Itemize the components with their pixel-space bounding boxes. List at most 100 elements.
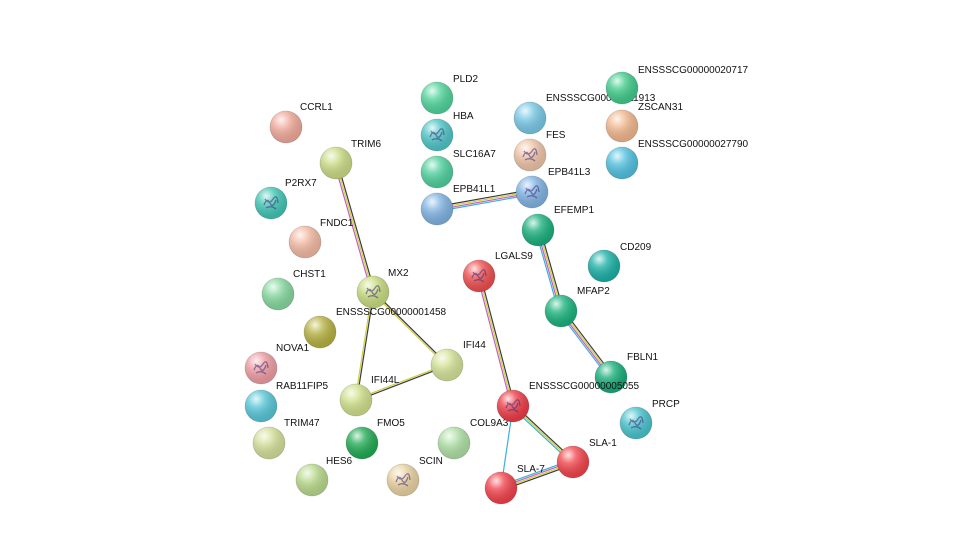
edge-ifi44-ifi44l <box>355 363 448 402</box>
node-label: ENSSSCG00000005055 <box>529 381 640 392</box>
node-mx2[interactable]: MX2 <box>356 268 409 309</box>
node-fmo5[interactable]: FMO5 <box>345 418 405 460</box>
node-mfap2[interactable]: MFAP2 <box>544 286 610 328</box>
node-enssscg00000027790[interactable]: ENSSSCG00000027790 <box>605 139 749 180</box>
node-label: ENSSSCG00000001458 <box>336 307 447 318</box>
node-enssscg00000011913[interactable]: ENSSSCG00000011913 <box>513 93 656 135</box>
node-label: RAB11FIP5 <box>276 381 328 392</box>
edge-evidence-line <box>437 192 533 211</box>
node-highlight <box>438 427 470 459</box>
node-highlight <box>421 82 453 114</box>
node-label: MX2 <box>388 268 409 279</box>
node-hba[interactable]: HBA <box>420 111 474 152</box>
node-highlight <box>270 111 302 143</box>
node-label: HES6 <box>326 456 353 467</box>
node-label: EPB41L1 <box>453 184 496 195</box>
node-highlight <box>514 102 546 134</box>
edge-evidence-line <box>479 275 516 406</box>
node-trim47[interactable]: TRIM47 <box>252 418 320 460</box>
edge-evidence-line <box>436 190 532 209</box>
protein-structure-icon <box>253 361 269 375</box>
edge-evidence-line <box>478 275 514 407</box>
node-label: IFI44 <box>463 340 486 351</box>
protein-structure-icon <box>365 285 381 299</box>
node-zscan31[interactable]: ZSCAN31 <box>605 102 683 143</box>
node-enssscg00000001458[interactable]: ENSSSCG00000001458 <box>303 307 447 349</box>
edge-mx2-ifi44 <box>372 291 448 366</box>
node-ifi44[interactable]: IFI44 <box>430 340 486 382</box>
protein-structure-icon <box>628 416 644 430</box>
edge-mx2-ifi44l <box>354 291 375 401</box>
node-fndc1[interactable]: FNDC1 <box>288 218 354 259</box>
node-chst1[interactable]: CHST1 <box>261 269 326 311</box>
node-highlight <box>304 316 336 348</box>
node-highlight <box>514 139 546 171</box>
node-label: IFI44L <box>371 375 400 386</box>
protein-structure-icon <box>471 269 487 283</box>
node-ccrl1[interactable]: CCRL1 <box>269 102 333 144</box>
node-fbln1[interactable]: FBLN1 <box>594 352 659 394</box>
protein-structure-icon <box>522 148 538 162</box>
node-highlight <box>606 147 638 179</box>
node-epb41l1[interactable]: EPB41L1 <box>420 184 496 226</box>
node-label: SLA-1 <box>589 438 617 449</box>
node-label: SCIN <box>419 456 443 467</box>
node-label: EPB41L3 <box>548 167 591 178</box>
node-enssscg00000020717[interactable]: ENSSSCG00000020717 <box>605 65 749 105</box>
node-label: ENSSSCG00000011913 <box>546 93 656 104</box>
node-sla-7[interactable]: SLA-7 <box>484 464 545 505</box>
node-label: HBA <box>453 111 474 122</box>
node-label: FMO5 <box>377 418 405 429</box>
edge-lgals9-enssscg00000005055 <box>476 275 516 407</box>
node-nova1[interactable]: NOVA1 <box>244 343 310 385</box>
node-label: PRCP <box>652 399 680 410</box>
edge-evidence-line <box>476 276 513 407</box>
node-highlight <box>387 464 419 496</box>
node-label: FES <box>546 130 566 141</box>
node-highlight <box>431 349 463 381</box>
node-highlight <box>606 110 638 142</box>
node-label: TRIM6 <box>351 139 381 150</box>
node-label: NOVA1 <box>276 343 310 354</box>
node-epb41l3[interactable]: EPB41L3 <box>515 167 591 209</box>
node-p2rx7[interactable]: P2RX7 <box>254 178 317 220</box>
node-hes6[interactable]: HES6 <box>295 456 353 497</box>
node-lgals9[interactable]: LGALS9 <box>462 251 533 293</box>
node-highlight <box>421 119 453 151</box>
node-fes[interactable]: FES <box>513 130 566 172</box>
node-rab11fip5[interactable]: RAB11FIP5 <box>244 381 328 423</box>
node-trim6[interactable]: TRIM6 <box>319 139 381 180</box>
node-cd209[interactable]: CD209 <box>587 242 652 283</box>
edge-evidence-line <box>356 365 448 402</box>
node-label: PLD2 <box>453 74 478 85</box>
protein-structure-icon <box>395 473 411 487</box>
node-label: SLA-7 <box>517 464 545 475</box>
node-highlight <box>340 384 372 416</box>
node-highlight <box>497 390 529 422</box>
node-sla-1[interactable]: SLA-1 <box>556 438 617 479</box>
node-highlight <box>245 390 277 422</box>
node-efemp1[interactable]: EFEMP1 <box>521 205 594 247</box>
edge-evidence-line <box>335 162 374 293</box>
node-col9a3[interactable]: COL9A3 <box>437 418 509 460</box>
node-prcp[interactable]: PRCP <box>619 399 680 440</box>
node-enssscg00000005055[interactable]: ENSSSCG00000005055 <box>496 381 640 423</box>
node-label: CHST1 <box>293 269 326 280</box>
node-highlight <box>545 295 577 327</box>
node-scin[interactable]: SCIN <box>386 456 443 497</box>
node-pld2[interactable]: PLD2 <box>420 74 478 115</box>
edge-evidence-line <box>436 189 532 208</box>
node-slc16a7[interactable]: SLC16A7 <box>420 149 496 189</box>
protein-structure-icon <box>429 128 445 142</box>
node-label: P2RX7 <box>285 178 317 189</box>
node-label: EFEMP1 <box>554 205 594 216</box>
node-highlight <box>606 72 638 104</box>
node-label: FNDC1 <box>320 218 354 229</box>
node-highlight <box>620 407 652 439</box>
node-highlight <box>245 352 277 384</box>
node-highlight <box>289 226 321 258</box>
node-label: TRIM47 <box>284 418 320 429</box>
node-ifi44l[interactable]: IFI44L <box>339 375 400 417</box>
edge-evidence-line <box>437 193 533 212</box>
node-label: FBLN1 <box>627 352 659 363</box>
